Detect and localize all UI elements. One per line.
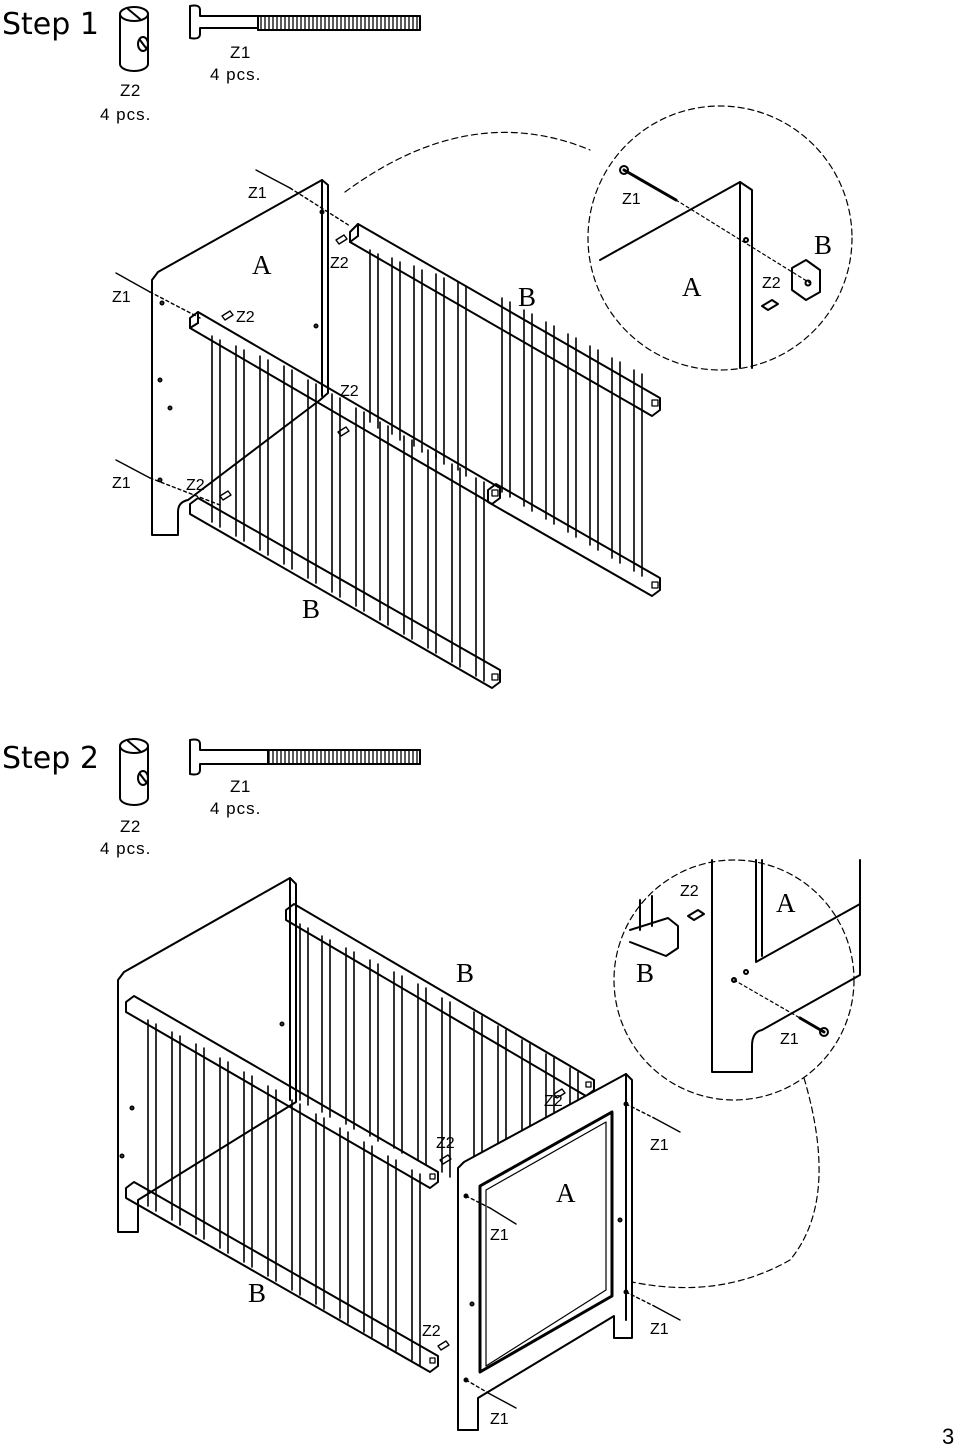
part-qty-z1: 4 pcs. [210, 799, 262, 818]
bolt-icon [255, 169, 291, 189]
label-z2: Z2 [186, 477, 205, 494]
label-z2: Z2 [436, 1135, 455, 1152]
label-panel-a: A [252, 250, 272, 280]
label-z2: Z2 [422, 1323, 441, 1340]
bolt-icon [115, 459, 151, 479]
panel-a-far [117, 877, 297, 1233]
part-code-z2: Z2 [120, 81, 141, 100]
barrel-nut-icon [437, 1340, 450, 1351]
panel-a-near [457, 1073, 633, 1431]
detail-label-b: B [636, 958, 655, 988]
label-rail-b: B [456, 958, 475, 988]
part-qty-z2: 4 pcs. [100, 105, 152, 124]
panel-a-left [151, 179, 329, 536]
label-z1: Z1 [650, 1321, 669, 1338]
label-z2: Z2 [330, 255, 349, 272]
detail-view-step2 [613, 859, 861, 1289]
label-rail-b: B [518, 282, 537, 312]
label-panel-a: A [556, 1178, 576, 1208]
bolt-icon [489, 1207, 517, 1225]
label-z1: Z1 [490, 1411, 509, 1428]
bolt-icon [189, 4, 421, 40]
page-number: 3 [942, 1424, 955, 1449]
part-code-z2: Z2 [120, 817, 141, 836]
part-code-z1: Z1 [230, 777, 251, 796]
barrel-nut-icon [219, 490, 232, 501]
barrel-nut-icon [553, 1088, 566, 1099]
detail-label-z2: Z2 [680, 883, 699, 900]
bolt-icon [115, 272, 151, 293]
bolt-icon [653, 1305, 681, 1321]
detail-label-z1: Z1 [780, 1031, 799, 1048]
bolt-icon [489, 1393, 517, 1409]
label-z2: Z2 [340, 383, 359, 400]
barrel-nut-icon [439, 1154, 452, 1165]
detail-view-step1 [344, 105, 853, 371]
part-qty-z2: 4 pcs. [100, 839, 152, 858]
label-z1: Z1 [490, 1227, 509, 1244]
label-z1: Z1 [112, 289, 131, 306]
barrel-nut-icon [119, 6, 149, 72]
part-qty-z1: 4 pcs. [210, 65, 262, 84]
step-2-title: Step 2 [2, 741, 99, 776]
barrel-nut-icon [119, 738, 149, 806]
label-rail-b: B [248, 1278, 267, 1308]
detail-label-a: A [682, 272, 702, 302]
detail-label-a: A [776, 888, 796, 918]
label-z2: Z2 [236, 309, 255, 326]
detail-label-z1: Z1 [622, 191, 641, 208]
rail-b-back [349, 223, 661, 597]
label-z1: Z1 [112, 475, 131, 492]
bolt-icon [189, 738, 421, 776]
step-1-title: Step 1 [2, 7, 99, 42]
barrel-nut-icon [221, 310, 234, 321]
part-code-z1: Z1 [230, 43, 251, 62]
label-z1: Z1 [650, 1137, 669, 1154]
bolt-icon [653, 1117, 681, 1133]
rail-b-front [189, 311, 501, 689]
rail-b-front [125, 995, 439, 1373]
label-z2: Z2 [544, 1093, 563, 1110]
label-z1: Z1 [248, 185, 267, 202]
detail-label-b: B [814, 230, 833, 260]
label-rail-b: B [302, 594, 321, 624]
detail-label-z2: Z2 [762, 275, 781, 292]
barrel-nut-icon [335, 234, 348, 245]
barrel-nut-icon [337, 426, 350, 437]
